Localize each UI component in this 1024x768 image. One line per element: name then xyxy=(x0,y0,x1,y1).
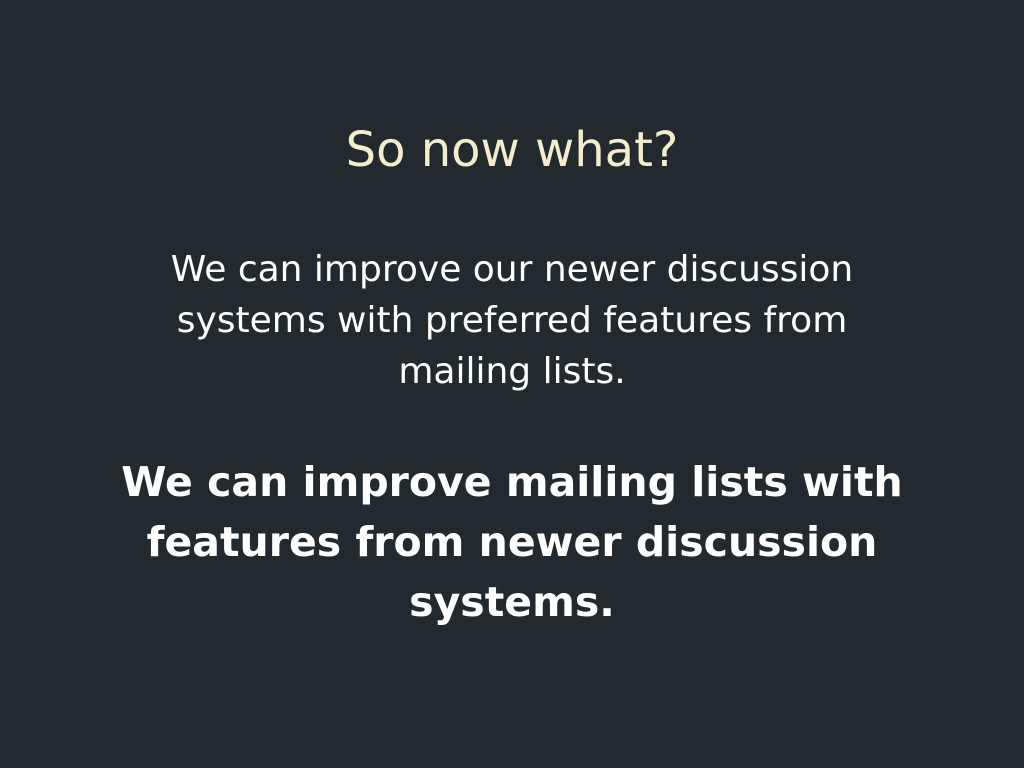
slide-paragraph-one: We can improve our newer discussion syst… xyxy=(170,249,854,392)
slide-paragraph-two: We can improve mailing lists with featur… xyxy=(121,458,903,626)
slide-title: So now what? xyxy=(345,122,679,178)
